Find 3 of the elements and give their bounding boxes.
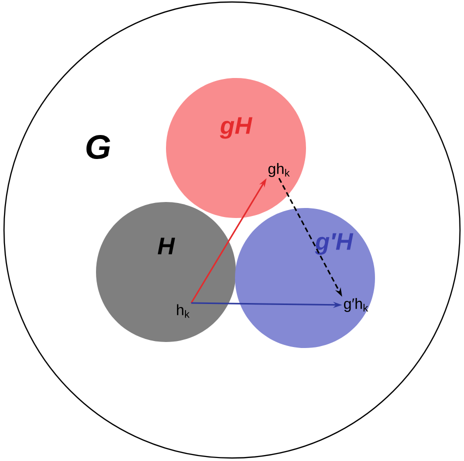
- point-label: g′h$_{k}$: [344, 298, 368, 312]
- point-label: gh$_{k}$: [268, 163, 290, 177]
- point-label: h$_{k}$: [177, 304, 190, 318]
